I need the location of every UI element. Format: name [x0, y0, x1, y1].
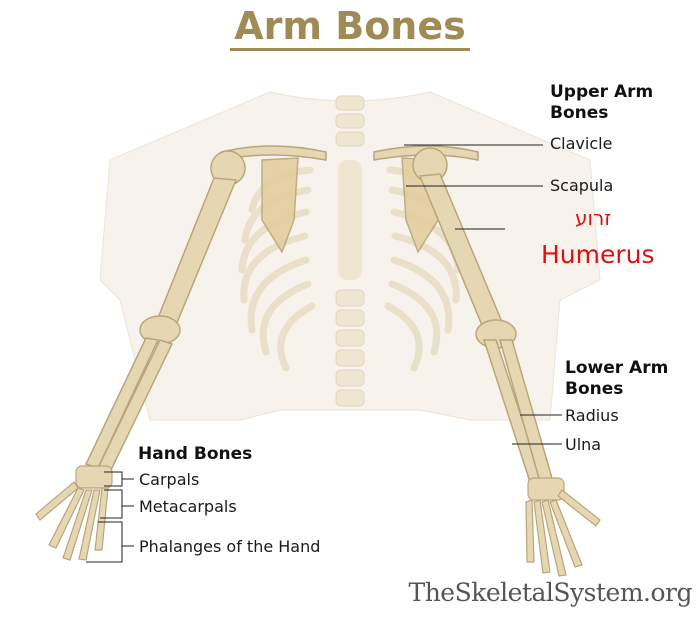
lower-arm-heading-line1: Lower Arm	[565, 358, 669, 378]
upper-arm-heading-line2: Bones	[550, 103, 609, 123]
left-hand	[35, 465, 113, 561]
label-humerus-hebrew: זרוע	[575, 206, 612, 230]
label-clavicle: Clavicle	[550, 134, 613, 153]
lower-arm-bones-heading: Lower Arm Bones	[565, 358, 668, 400]
leader-lines	[86, 144, 562, 563]
upper-arm-heading-line1: Upper Arm	[550, 82, 654, 102]
label-metacarpals: Metacarpals	[139, 497, 237, 516]
lower-arm-heading-line2: Bones	[565, 379, 624, 399]
scapula-left	[261, 157, 299, 254]
watermark: TheSkeletalSystem.org	[408, 578, 693, 607]
label-phalanges: Phalanges of the Hand	[139, 537, 321, 556]
label-scapula: Scapula	[550, 176, 614, 195]
left-arm	[84, 150, 246, 473]
label-ulna: Ulna	[565, 435, 602, 454]
sternum	[338, 160, 362, 280]
label-humerus: Humerus	[541, 240, 655, 269]
hand-bones-heading: Hand Bones	[138, 444, 253, 464]
upper-arm-bones-heading: Upper Arm Bones	[550, 82, 653, 124]
right-arm	[412, 147, 553, 483]
clavicle-left	[221, 145, 327, 161]
label-radius: Radius	[565, 406, 619, 425]
spine	[335, 95, 365, 407]
right-hand	[525, 477, 601, 577]
page-title: Arm Bones	[0, 4, 700, 51]
label-carpals: Carpals	[139, 470, 200, 489]
